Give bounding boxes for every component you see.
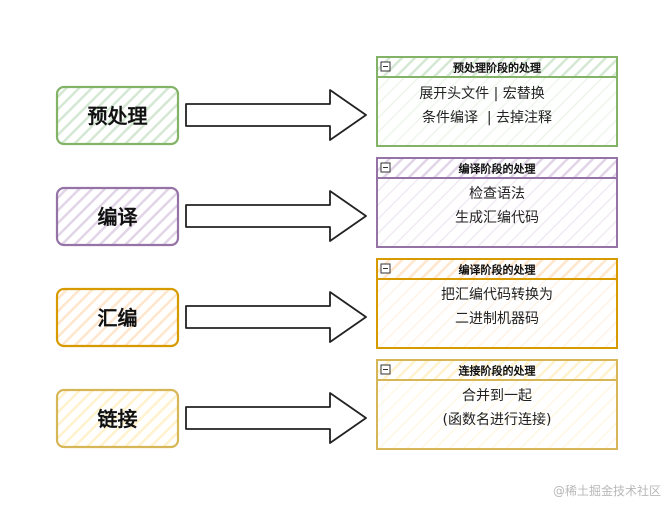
panel-header: [376, 258, 618, 280]
stage-label: 编译: [98, 205, 139, 229]
stage-link: 链接 连接阶段的处理 合并到一起 (函数名进行连接): [55, 359, 618, 450]
stage-preprocess: 预处理 预处理阶段的处理 展开头文件 | 宏替换 条件编译 | 去掉注释: [55, 56, 618, 147]
panel-title: 连接阶段的处理: [459, 364, 536, 378]
panel-header: [376, 359, 618, 381]
stage-label-box: [55, 388, 180, 449]
arrow-icon: [185, 291, 367, 343]
stage-label: 预处理: [88, 104, 148, 128]
stage-compile: 编译 编译阶段的处理 检查语法 生成汇编代码: [55, 157, 618, 248]
panel-line-1: 合并到一起: [462, 388, 532, 404]
panel-header: [376, 56, 618, 78]
stage-label: 汇编: [98, 306, 138, 330]
stage-label-box: [55, 85, 180, 146]
stage-label-box: [55, 287, 180, 348]
panel-line-1: 把汇编代码转换为: [441, 286, 553, 303]
panel-line-1: 展开头文件 | 宏替换: [419, 85, 545, 102]
panel-header: [376, 157, 618, 179]
stage-label-box: [55, 186, 180, 247]
panel-title: 预处理阶段的处理: [453, 61, 541, 75]
panel-line-2: 二进制机器码: [455, 311, 539, 327]
stage-label: 链接: [98, 407, 138, 431]
stage-assemble: 汇编 编译阶段的处理 把汇编代码转换为 二进制机器码: [55, 258, 618, 349]
arrow-icon: [185, 190, 367, 242]
panel-line-2: 生成汇编代码: [455, 210, 539, 226]
panel-line-2: 条件编译 | 去掉注释: [422, 109, 552, 126]
panel-title: 编译阶段的处理: [459, 263, 536, 277]
panel-line-1: 检查语法: [469, 186, 525, 202]
panel-title: 编译阶段的处理: [459, 162, 536, 176]
arrow-icon: [185, 392, 367, 444]
watermark: @稀土掘金技术社区: [552, 484, 661, 498]
panel-line-2: (函数名进行连接): [443, 411, 552, 428]
arrow-icon: [185, 89, 367, 141]
